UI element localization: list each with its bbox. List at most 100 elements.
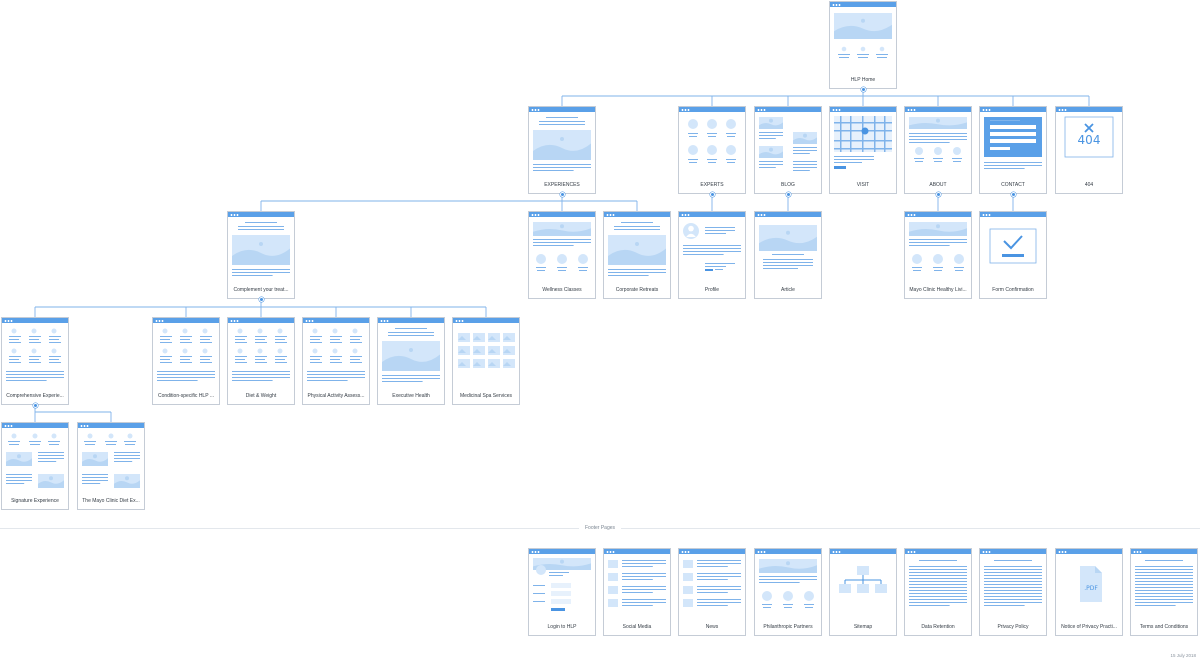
page-label: Condition-specific HLP ... <box>157 393 215 399</box>
page-label: Complement your treat... <box>233 287 289 293</box>
page-label: Privacy Policy <box>997 624 1029 630</box>
page-card-physical[interactable]: Physical Activity Assess... <box>302 317 370 405</box>
window-title-bar <box>1056 549 1122 554</box>
page-card-experiences[interactable]: EXPERIENCES <box>528 106 596 194</box>
expand-node-comprehensive[interactable] <box>32 402 38 408</box>
window-title-bar <box>830 549 896 554</box>
page-card-condition[interactable]: Condition-specific HLP ... <box>152 317 220 405</box>
window-dots-icon <box>907 550 916 553</box>
window-title-bar <box>905 212 971 217</box>
window-dots-icon <box>757 213 766 216</box>
expand-node-home[interactable] <box>860 86 866 92</box>
page-card-sitemap[interactable]: Sitemap <box>829 548 897 636</box>
page-label: Medicinal Spa Services <box>460 393 512 399</box>
page-label: Terms and Conditions <box>1139 624 1189 630</box>
window-title-bar <box>905 107 971 112</box>
hero-profiles-wireframe-icon <box>909 222 967 271</box>
page-label: HLP Home <box>850 77 876 83</box>
page-card-article[interactable]: Article <box>754 211 822 299</box>
page-card-social[interactable]: Social Media <box>603 548 671 636</box>
window-dots-icon <box>907 108 916 111</box>
page-card-about[interactable]: ABOUT <box>904 106 972 194</box>
window-title-bar <box>303 318 369 323</box>
page-card-privacy-policy[interactable]: Privacy Policy <box>979 548 1047 636</box>
page-card-wellness[interactable]: Wellness Classes <box>528 211 596 299</box>
window-dots-icon <box>531 550 540 553</box>
page-card-blog[interactable]: BLOG <box>754 106 822 194</box>
page-card-privacy-notice[interactable]: .PDF Notice of Privacy Practi... <box>1055 548 1123 636</box>
window-title-bar <box>830 107 896 112</box>
page-card-profile[interactable]: Profile <box>678 211 746 299</box>
page-label: 404 <box>1084 182 1094 188</box>
window-dots-icon <box>305 319 314 322</box>
window-title-bar <box>529 549 595 554</box>
page-card-retention[interactable]: Data Retention <box>904 548 972 636</box>
window-dots-icon <box>982 213 991 216</box>
page-card-mayo-living[interactable]: Mayo Clinic Healthy Livi... <box>904 211 972 299</box>
file-type-text: .PDF <box>1084 585 1098 592</box>
grid-wireframe-icon <box>6 328 64 381</box>
footer-section-title: Footer Pages <box>0 525 1200 532</box>
page-label: Profile <box>704 287 720 293</box>
page-card-form-confirmation[interactable]: Form Confirmation <box>979 211 1047 299</box>
date-stamp: 15 July 2018 <box>1170 653 1196 658</box>
window-title-bar <box>78 423 144 428</box>
hero-profiles-wireframe-icon <box>759 559 817 608</box>
page-label: Login to HLP <box>547 624 577 630</box>
window-title-bar <box>228 212 294 217</box>
about-wireframe-icon <box>909 117 967 162</box>
page-card-login[interactable]: Login to HLP <box>528 548 596 636</box>
page-label: Mayo Clinic Healthy Livi... <box>909 287 967 293</box>
window-title-bar <box>153 318 219 323</box>
page-label: Signature Experience <box>11 498 59 504</box>
page-card-news[interactable]: News <box>678 548 746 636</box>
window-title-bar <box>453 318 519 323</box>
hero-wireframe-icon <box>608 222 666 276</box>
expand-node-complement[interactable] <box>258 296 264 302</box>
mixed-grid-wireframe-icon <box>82 433 140 488</box>
page-label: EXPERIENCES <box>544 182 580 188</box>
window-title-bar <box>2 318 68 323</box>
home-wireframe-icon <box>834 13 892 58</box>
expand-node-contact[interactable] <box>1010 191 1016 197</box>
page-card-signature[interactable]: Signature Experience <box>1 422 69 510</box>
pdf-wireframe-icon: .PDF <box>1080 566 1102 602</box>
window-title-bar <box>830 2 896 7</box>
window-title-bar <box>604 212 670 217</box>
hero-wireframe-icon <box>382 328 440 382</box>
profile-wireframe-icon <box>683 223 741 271</box>
page-label: Executive Health <box>392 393 430 399</box>
page-label: Notice of Privacy Practi... <box>1061 624 1117 630</box>
page-card-complement[interactable]: Complement your treat... <box>227 211 295 299</box>
page-card-diet[interactable]: Diet & Weight <box>227 317 295 405</box>
window-title-bar <box>228 318 294 323</box>
page-label: Article <box>781 287 795 293</box>
page-label: Corporate Retreats <box>615 287 659 293</box>
window-dots-icon <box>606 213 615 216</box>
expand-node-about[interactable] <box>935 191 941 197</box>
window-dots-icon <box>230 319 239 322</box>
expand-node-experts[interactable] <box>709 191 715 197</box>
map-wireframe-icon <box>834 116 892 169</box>
expand-node-experiences[interactable] <box>559 191 565 197</box>
page-card-comprehensive[interactable]: Comprehensive Experie... <box>1 317 69 405</box>
page-label: CONTACT <box>1001 182 1025 188</box>
page-label: Sitemap <box>853 624 873 630</box>
page-card-contact[interactable]: CONTACT <box>979 106 1047 194</box>
page-card-terms[interactable]: Terms and Conditions <box>1130 548 1198 636</box>
text-wireframe-icon <box>984 560 1042 606</box>
page-card-executive[interactable]: Executive Health <box>377 317 445 405</box>
grid-wireframe-icon <box>157 328 215 381</box>
page-card-home[interactable]: HLP Home <box>829 1 897 89</box>
expand-node-blog[interactable] <box>785 191 791 197</box>
page-label: Physical Activity Assess... <box>307 393 365 399</box>
page-card-mayo-diet[interactable]: The Mayo Clinic Diet Ex... <box>77 422 145 510</box>
page-card-spa[interactable]: Medicinal Spa Services <box>452 317 520 405</box>
page-card-visit[interactable]: VISIT <box>829 106 897 194</box>
page-card-philanthropic[interactable]: Philanthropic Partners <box>754 548 822 636</box>
page-card-experts[interactable]: EXPERTS <box>678 106 746 194</box>
window-title-bar <box>905 549 971 554</box>
page-card-corporate[interactable]: Corporate Retreats <box>603 211 671 299</box>
grid-wireframe-icon <box>307 328 365 381</box>
